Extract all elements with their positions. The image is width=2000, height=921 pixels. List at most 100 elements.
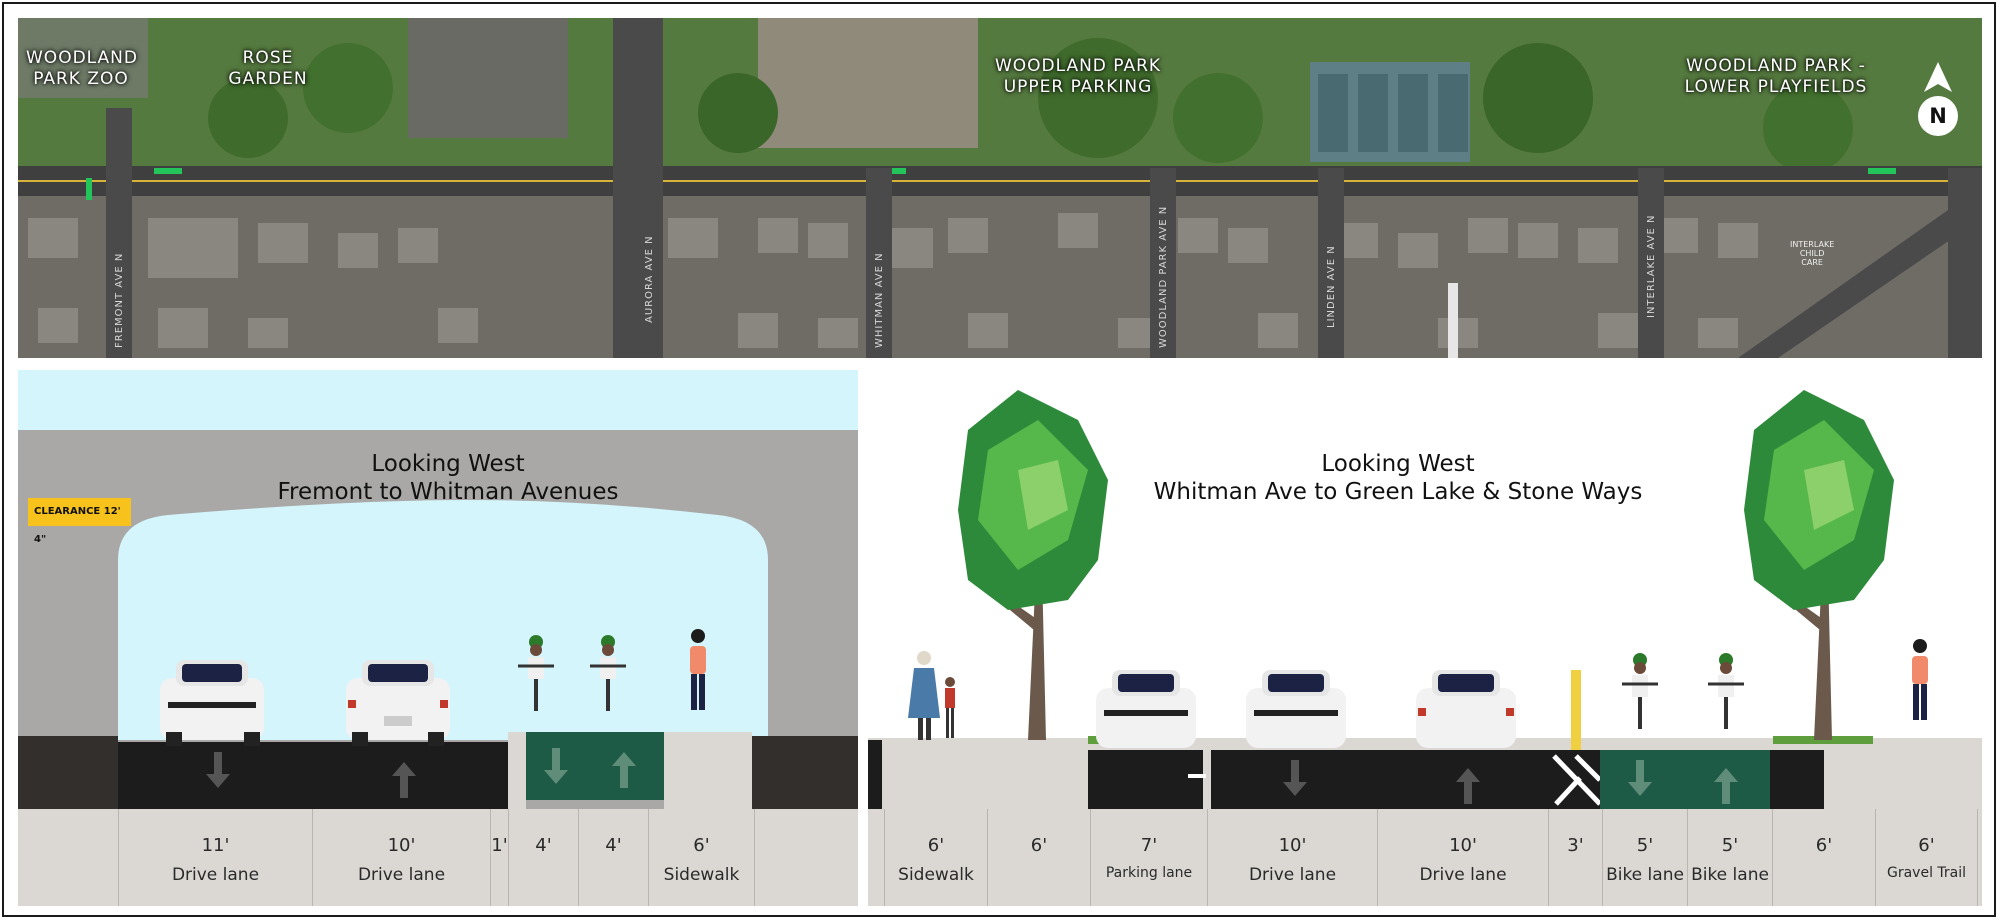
tree-canopy [1763,83,1853,173]
right-dimension: 5' [1721,835,1739,856]
cyclist-westbound [1622,653,1658,729]
left-segment: 10'Drive lane [312,809,490,906]
right-segment [868,809,884,906]
flex-post [1571,670,1581,750]
tunnel-wall-right [750,736,858,810]
left-segment: 4' [508,809,578,906]
north-label: N [1918,96,1958,136]
zoo-area [18,18,148,98]
left-segment [18,809,118,906]
bike-lanes [1600,750,1770,810]
tree-canopy [1173,73,1263,163]
car-eastbound [346,660,450,746]
right-segment: 5' Bike lane [1602,809,1687,906]
court [1358,74,1388,152]
right-dimension: 6' [1918,835,1935,856]
parked-car [1096,670,1196,748]
buffer [508,732,526,810]
parking-mark [1188,774,1206,778]
left-dimension: 10' [387,835,416,856]
left-dimension: 11' [201,835,230,856]
buffer-hatching [1552,754,1602,806]
right-lane-name: Drive lane [1419,865,1507,885]
tree-canopy [1038,38,1158,158]
section-whitman-to-green-lake: Looking West Whitman Ave to Green Lake &… [868,370,1982,906]
lane-arrows [1283,760,1480,804]
left-segment: 1' [490,809,508,906]
street-linden: LINDEN AVE N [1326,245,1337,328]
bike-arrows [1628,760,1738,804]
left-segment [754,809,858,906]
parking-line [1203,750,1211,810]
label-lower-playfields: WOODLAND PARK -LOWER PLAYFIELDS [1684,56,1868,97]
left-section-title: Looking West Fremont to Whitman Avenues [277,451,619,505]
cyclist-eastbound [1708,653,1744,729]
right-lane-name: Gravel Trail [1886,865,1967,881]
section-fremont-to-whitman: Looking West Fremont to Whitman Avenues … [18,370,858,906]
right-segment: 10'Drive lane [1207,809,1377,906]
diagonal-road [1738,203,1982,358]
pedestrian-right [1912,639,1928,720]
tunnel-opening [118,500,768,740]
court [1318,74,1348,152]
car-eastbound [1416,670,1516,748]
right-dimension: 3' [1567,835,1584,856]
right-segment: 6' Gravel Trail [1875,809,1977,906]
left-edge [868,740,882,810]
tree-canopy [303,43,393,133]
left-segment: 6' Sidewalk [648,809,754,906]
tunnel-illustration [18,370,858,810]
right-lane-name: Bike lane [1606,865,1684,885]
street-interlake: INTERLAKE AVE N [1646,214,1657,318]
tunnel-wall-left [18,736,118,810]
left-segment: 11'Drive lane [118,809,312,906]
bike-lanes [526,732,664,800]
left-segment: 4' [578,809,648,906]
street-whitman: WHITMAN AVE N [874,252,885,348]
right-dimension: 10' [1278,835,1307,856]
right-dimension: 6' [1815,835,1833,856]
pedestrian-adult-child [908,651,955,740]
left-dimension: 1' [491,835,508,856]
right-segment: 6' [987,809,1090,906]
court [1398,74,1428,152]
clearance-sign: CLEARANCE 12' 4" [28,498,131,545]
sky [18,370,858,430]
right-dimension: 6' [1030,835,1048,856]
tree-canopy [698,73,778,153]
right-dimension: 7' [1140,835,1158,856]
upper-parking-lot [758,18,978,148]
right-section-title: Looking West Whitman Ave to Green Lake &… [1153,451,1643,505]
buildings-north [408,18,568,138]
street-aurora: AURORA AVE N [644,235,655,323]
map-graphics [18,18,1982,358]
right-segment: 5'Bike lane [1687,809,1772,906]
left-dimension: 6' [693,835,710,856]
right-lane-name: Parking lane [1105,865,1193,881]
right-segment: 6'Sidewalk [884,809,987,906]
cyclist-eastbound [590,635,626,711]
bike-arrows [544,748,636,788]
drive-lanes [118,742,508,810]
street-fremont: FREMONT AVE N [114,252,125,348]
right-dimension: 5' [1636,835,1654,856]
cyclist-westbound [518,635,554,711]
lane-arrows [206,752,416,798]
street-illustration [868,390,1982,810]
left-dimension: 4' [605,835,622,856]
car-westbound [160,660,264,746]
sidewalk [664,732,752,810]
house-rows [28,213,1758,348]
court [1438,74,1468,152]
right-dimension: 6' [927,835,945,856]
cross-streets [106,18,1982,358]
left-lane-name: Sidewalk [663,865,740,885]
right-segment: 3' [1548,809,1602,906]
tower [1448,283,1458,358]
